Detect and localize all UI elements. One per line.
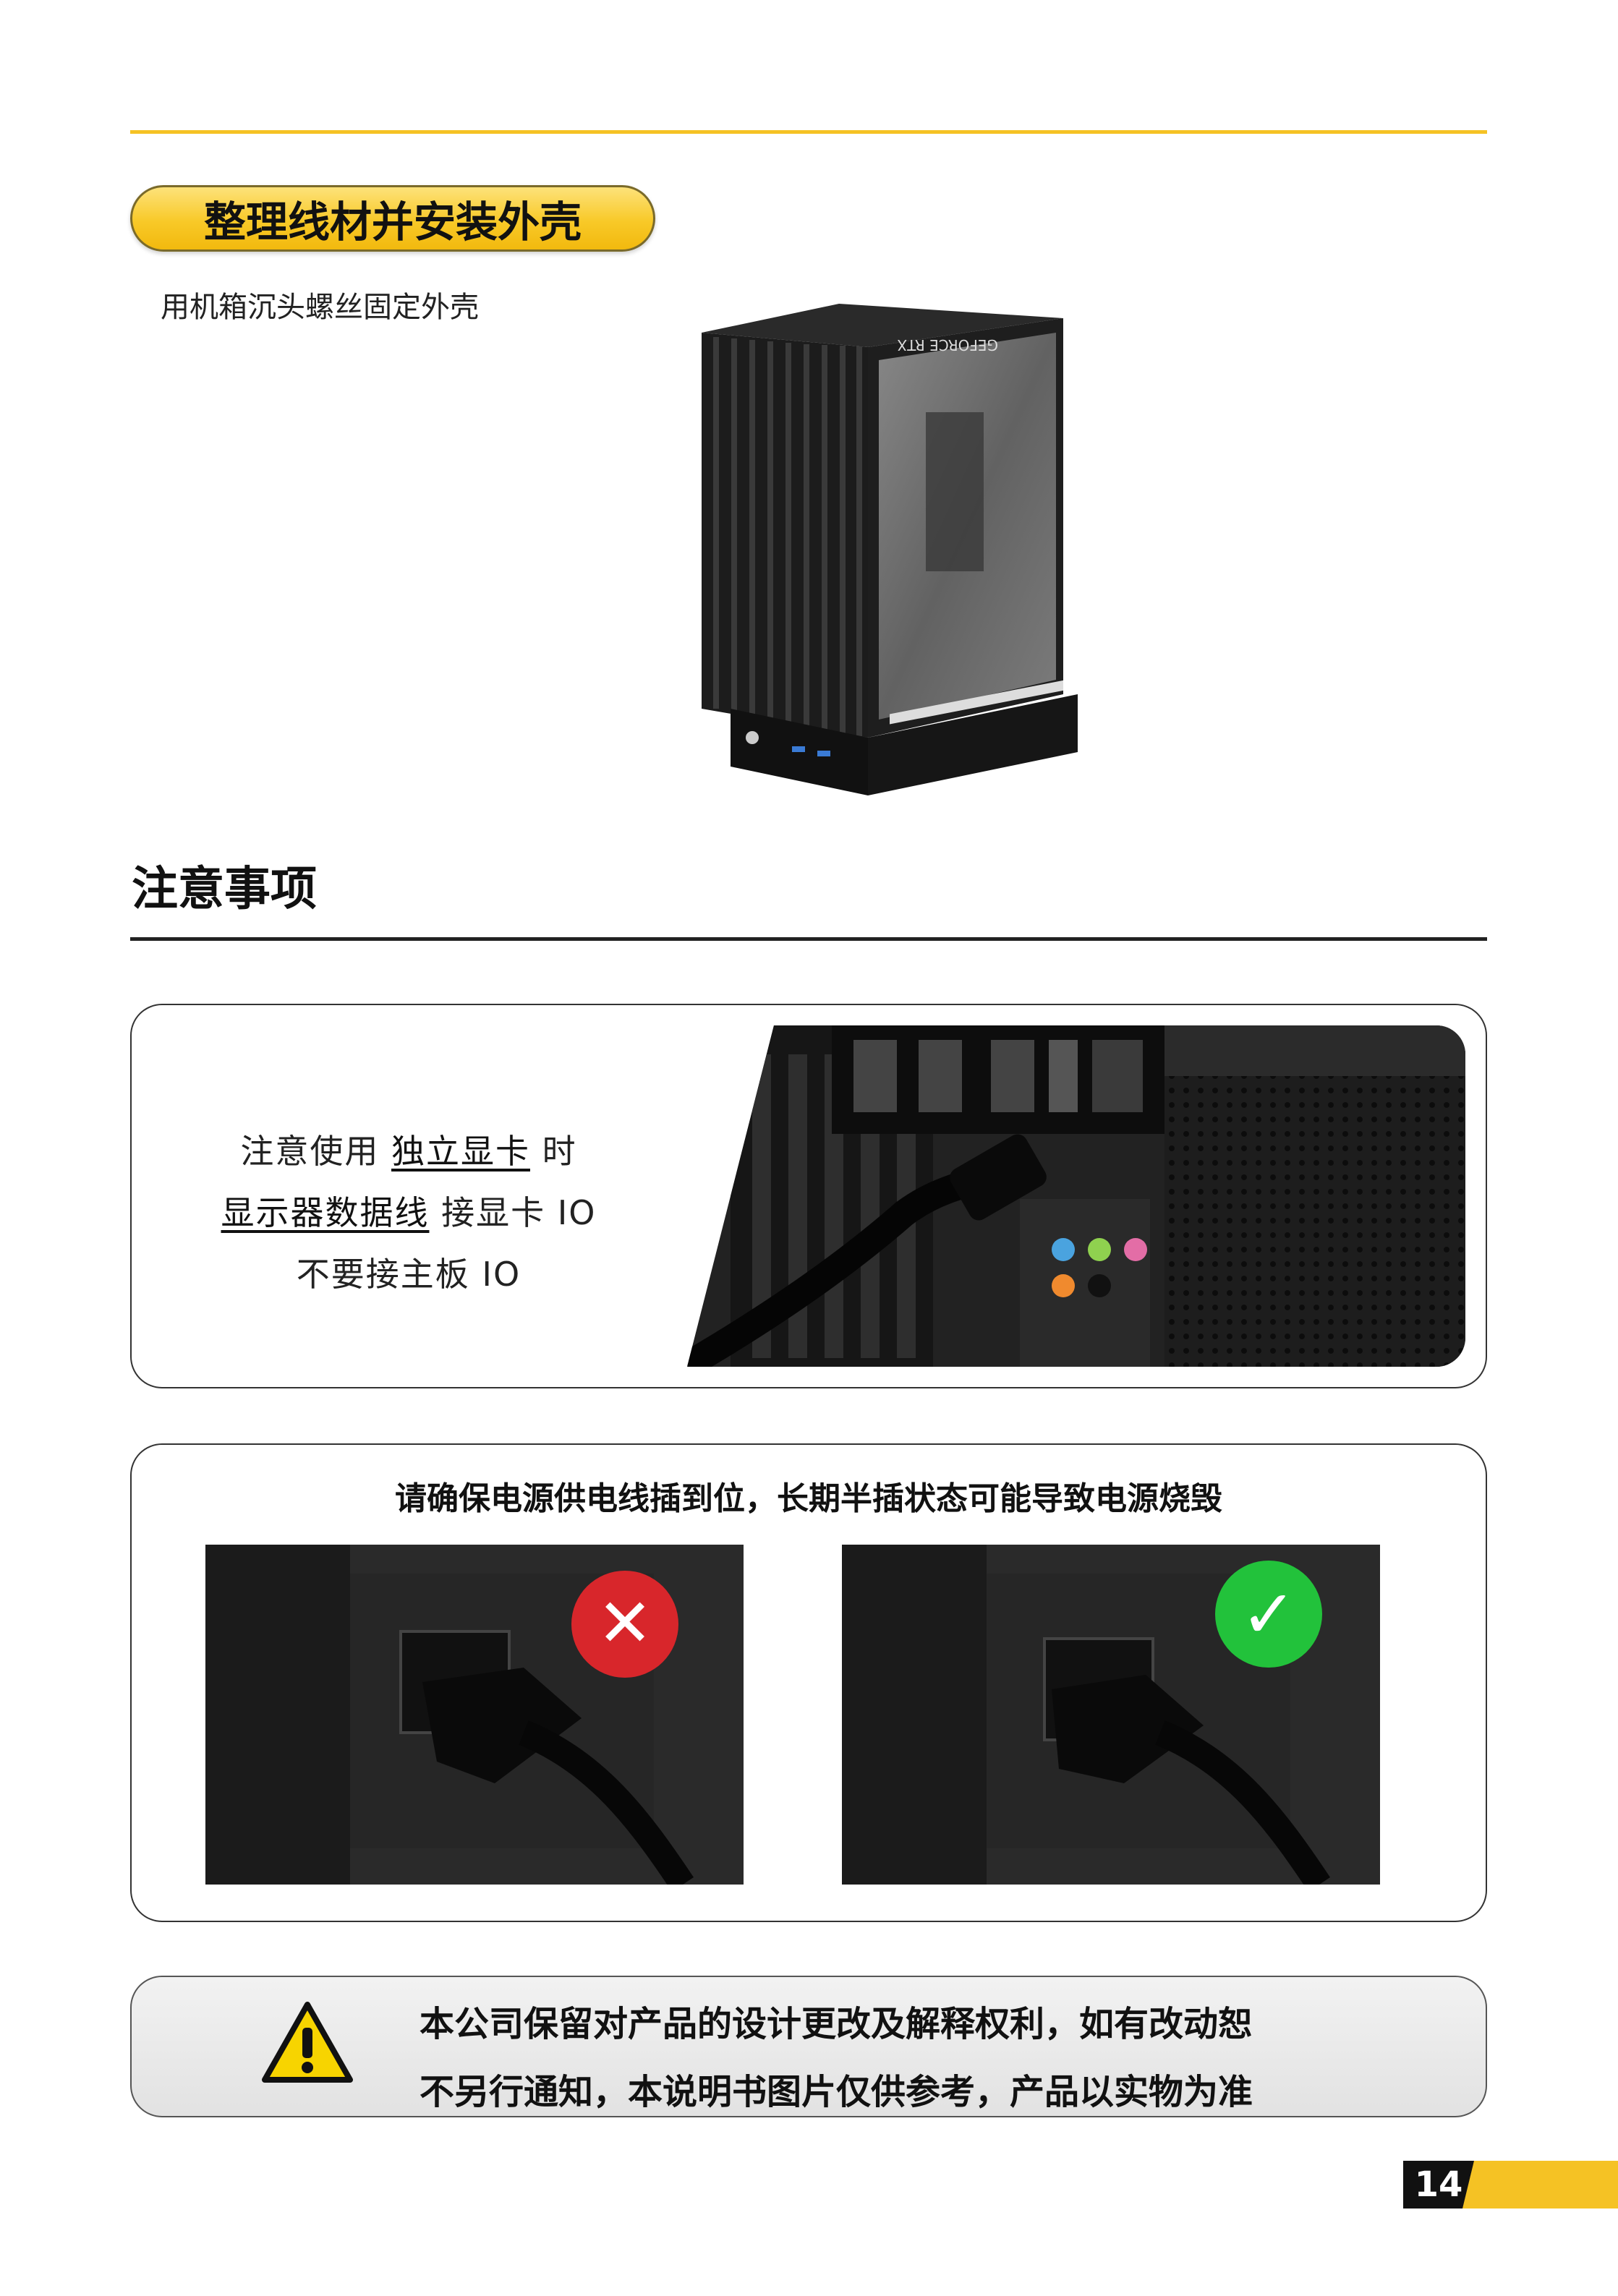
- power-plug-wrong-photo: ✕: [205, 1545, 744, 1885]
- page-number-accent-bar: [1462, 2161, 1618, 2208]
- note-line-1: 注意使用 独立显卡 时: [240, 1132, 577, 1171]
- power-cable-note-title: 请确保电源供电线插到位，长期半插状态可能导致电源烧毁: [395, 1480, 1222, 1517]
- section-title-pill: 整理线材并安装外壳: [130, 185, 655, 252]
- section-subtitle: 用机箱沉头螺丝固定外壳: [161, 291, 479, 324]
- wrong-icon: [571, 1571, 678, 1678]
- page-number: 14: [1403, 2161, 1474, 2208]
- gpu-brand-text: GEFORCE RTX: [897, 336, 998, 354]
- gpu-cable-note-text: 注意使用 独立显卡 时 显示器数据线 接显卡 IO 不要接主板 IO: [174, 1121, 644, 1305]
- note-highlight-cable: 显示器数据线: [221, 1193, 430, 1232]
- notes-rule: [130, 937, 1487, 941]
- pc-case-image: GEFORCE RTX: [702, 304, 1078, 795]
- note-line-2: 显示器数据线 接显卡 IO: [221, 1193, 597, 1232]
- disclaimer-line-2: 不另行通知，本说明书图片仅供参考，产品以实物为准: [420, 2072, 1253, 2112]
- disclaimer-text: 本公司保留对产品的设计更改及解释权利，如有改动恕 不另行通知，本说明书图片仅供参…: [420, 1990, 1253, 2126]
- note-highlight-gpu: 独立显卡: [391, 1132, 530, 1171]
- disclaimer-line-1: 本公司保留对产品的设计更改及解释权利，如有改动恕: [420, 2004, 1253, 2044]
- disclaimer-card: [130, 1976, 1487, 2117]
- section-title: 整理线材并安装外壳: [203, 197, 582, 247]
- notes-title: 注意事项: [132, 863, 317, 916]
- note-line-3: 不要接主板 IO: [296, 1255, 521, 1294]
- warning-icon: [262, 2002, 353, 2083]
- gpu-io-photo: [687, 1025, 1465, 1367]
- right-mark: ✓: [1240, 1576, 1296, 1653]
- power-plug-right-photo: ✓: [842, 1545, 1380, 1885]
- wrong-mark: ✕: [597, 1584, 652, 1662]
- top-accent-rule: [130, 130, 1487, 134]
- check-icon: [1215, 1561, 1322, 1668]
